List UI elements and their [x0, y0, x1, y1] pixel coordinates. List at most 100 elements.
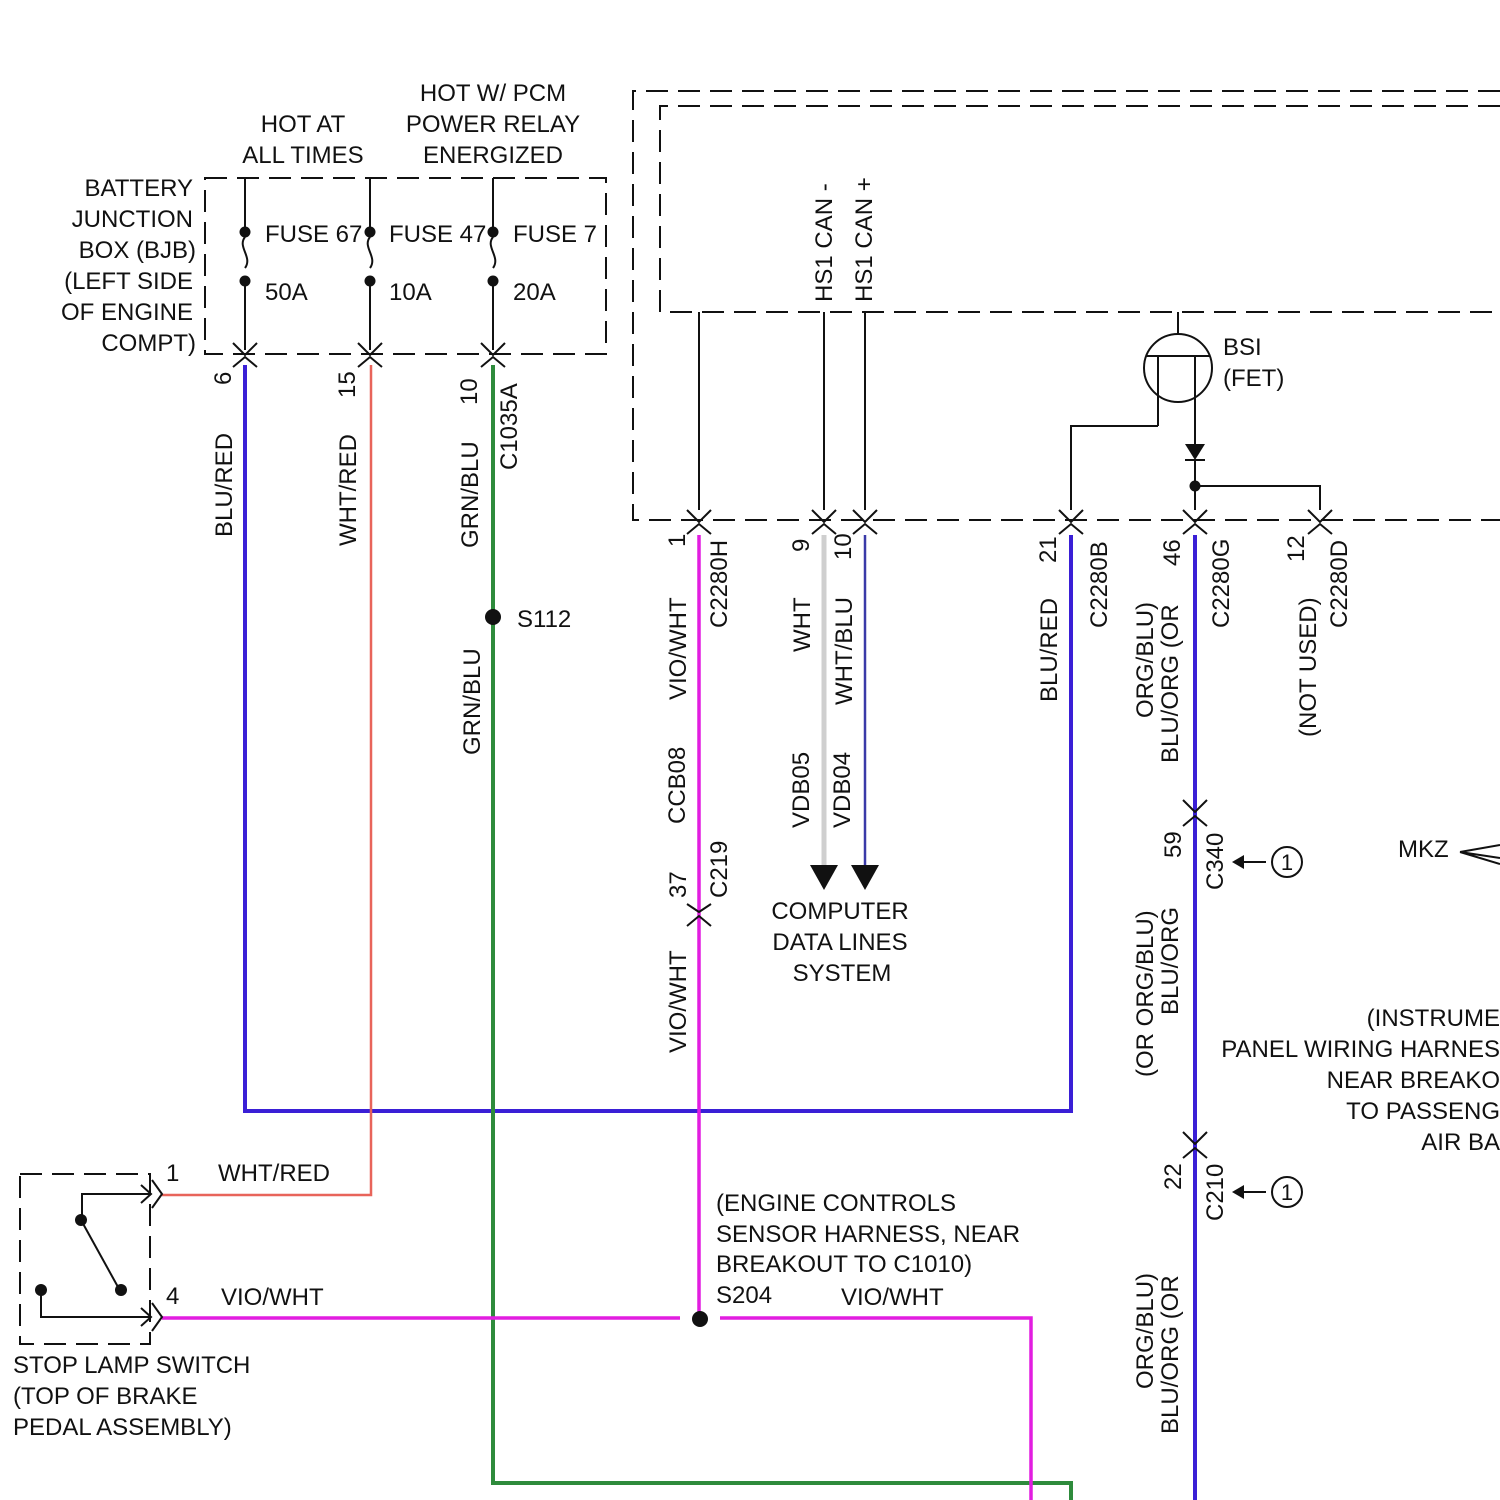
stop-lamp-pin-1: 1 — [166, 1160, 179, 1187]
fuse-47-rating: 10A — [389, 279, 432, 306]
vdb05-label: VDB05 — [788, 752, 815, 828]
stop-lamp-switch-label: STOP LAMP SWITCH (TOP OF BRAKE PEDAL ASS… — [13, 1352, 250, 1441]
svg-text:OF ENGINE: OF ENGINE — [61, 299, 193, 326]
wire-label-vio-wht-horizontal: VIO/WHT — [221, 1284, 324, 1311]
module-inner-box — [660, 106, 1500, 312]
svg-text:BREAKOUT TO C1010): BREAKOUT TO C1010) — [716, 1251, 972, 1278]
data-lines-arrow-right — [851, 865, 879, 890]
connector-c340-label: C340 — [1202, 833, 1229, 890]
splice-s112 — [485, 609, 501, 625]
fuse-47-label: FUSE 47 — [389, 221, 486, 248]
wire-label-org-blu-mid-1: (OR ORG/BLU) — [1132, 910, 1159, 1077]
svg-text:(ENGINE CONTROLS: (ENGINE CONTROLS — [716, 1190, 956, 1217]
wire-label-grn-blu-lower: GRN/BLU — [459, 648, 486, 755]
hot-at-all-times-label: HOT AT ALL TIMES — [242, 111, 363, 169]
svg-text:BATTERY: BATTERY — [85, 175, 193, 202]
svg-text:COMPUTER: COMPUTER — [771, 898, 908, 925]
fuse-67-rating: 50A — [265, 279, 308, 306]
svg-text:HOT W/ PCM: HOT W/ PCM — [420, 80, 566, 107]
connector-c2280h-label: C2280H — [706, 540, 733, 628]
fuse-67 — [240, 178, 251, 350]
pin-6-label: 6 — [210, 372, 237, 385]
connector-c2280b-label: C2280B — [1086, 541, 1113, 628]
wire-label-vio-wht-upper: VIO/WHT — [665, 597, 692, 700]
svg-text:(INSTRUME: (INSTRUME — [1367, 1005, 1500, 1032]
pin-9-label: 9 — [788, 539, 815, 552]
fuse-7 — [488, 178, 499, 350]
svg-text:AIR BA: AIR BA — [1421, 1129, 1500, 1156]
bsi-label: BSI — [1223, 334, 1262, 361]
bjb-label: BATTERY JUNCTION BOX (BJB) (LEFT SIDE OF… — [61, 175, 196, 357]
wire-label-blu-red-right: BLU/RED — [1036, 598, 1063, 702]
vdb04-label: VDB04 — [829, 752, 856, 828]
connector-c219-label: C219 — [706, 841, 733, 898]
wire-label-grn-blu-upper: GRN/BLU — [457, 441, 484, 548]
svg-text:SYSTEM: SYSTEM — [793, 960, 892, 987]
stop-lamp-switch-box — [20, 1174, 150, 1344]
ccb08-label: CCB08 — [664, 747, 691, 824]
connector-c2280g-label: C2280G — [1208, 539, 1235, 628]
svg-text:COMPT): COMPT) — [101, 330, 196, 357]
not-used-label: (NOT USED) — [1295, 597, 1322, 737]
mkz-pointer — [1460, 845, 1500, 864]
hs1-can-plus-label: HS1 CAN + — [851, 177, 878, 302]
wire-label-vio-wht-lower: VIO/WHT — [665, 950, 692, 1053]
svg-text:SENSOR HARNESS, NEAR: SENSOR HARNESS, NEAR — [716, 1221, 1020, 1248]
wire-label-wht-red-vertical: WHT/RED — [335, 434, 362, 546]
svg-text:TO PASSENG: TO PASSENG — [1346, 1098, 1500, 1125]
wire-vio-wht-brake — [162, 1318, 1031, 1500]
connector-c210-label: C210 — [1202, 1164, 1229, 1221]
svg-text:STOP LAMP SWITCH: STOP LAMP SWITCH — [13, 1352, 250, 1379]
bsi-fet-label: (FET) — [1223, 365, 1284, 392]
c340-note-number: 1 — [1281, 850, 1293, 875]
wire-label-wht-red-horizontal: WHT/RED — [218, 1160, 330, 1187]
c210-note-number: 1 — [1281, 1180, 1293, 1205]
hs1-can-minus-label: HS1 CAN - — [811, 183, 838, 302]
wire-label-vio-wht-right: VIO/WHT — [841, 1284, 944, 1311]
svg-text:JUNCTION: JUNCTION — [72, 206, 193, 233]
pin-46-label: 46 — [1159, 539, 1186, 566]
svg-text:ENERGIZED: ENERGIZED — [423, 142, 563, 169]
hot-pcm-label: HOT W/ PCM POWER RELAY ENERGIZED — [406, 80, 580, 169]
wire-blu-red — [245, 365, 1071, 1111]
svg-text:PEDAL ASSEMBLY): PEDAL ASSEMBLY) — [13, 1414, 232, 1441]
fuse-67-label: FUSE 67 — [265, 221, 362, 248]
wire-label-blu-red-left: BLU/RED — [211, 433, 238, 537]
wire-label-org-blu-upper-1: ORG/BLU) — [1132, 602, 1159, 718]
splice-s204-label: S204 — [716, 1282, 772, 1309]
pin-15-label: 15 — [334, 371, 361, 398]
svg-text:BOX (BJB): BOX (BJB) — [79, 237, 196, 264]
mkz-label: MKZ — [1398, 836, 1449, 863]
wire-label-wht: WHT — [789, 597, 816, 652]
s204-harness-note: (ENGINE CONTROLS SENSOR HARNESS, NEAR BR… — [716, 1190, 1020, 1278]
pin-59-label: 59 — [1160, 831, 1187, 858]
svg-text:HOT AT: HOT AT — [261, 111, 346, 138]
svg-text:POWER RELAY: POWER RELAY — [406, 111, 580, 138]
pin-10-c1035a-label: 10 — [456, 378, 483, 405]
wire-label-org-blu-upper-2: BLU/ORG (OR — [1157, 604, 1184, 763]
svg-text:DATA LINES: DATA LINES — [772, 929, 907, 956]
bsi-fet-symbol — [1071, 312, 1320, 510]
pin-1-label: 1 — [664, 534, 691, 547]
svg-text:ALL TIMES: ALL TIMES — [242, 142, 363, 169]
svg-text:PANEL WIRING HARNES: PANEL WIRING HARNES — [1221, 1036, 1500, 1063]
splice-s112-label: S112 — [517, 606, 571, 633]
fuse-7-label: FUSE 7 — [513, 221, 597, 248]
wire-label-org-blu-lower-1: ORG/BLU) — [1132, 1273, 1159, 1389]
pin-10-label: 10 — [830, 533, 857, 560]
pin-22-label: 22 — [1160, 1163, 1187, 1190]
svg-text:(TOP OF BRAKE: (TOP OF BRAKE — [13, 1383, 198, 1410]
ip-harness-note: (INSTRUME PANEL WIRING HARNES NEAR BREAK… — [1221, 1005, 1500, 1156]
bjb-box — [205, 178, 606, 354]
wire-label-org-blu-mid-2: BLU/ORG — [1157, 907, 1184, 1015]
fuse-7-rating: 20A — [513, 279, 556, 306]
fuse-47 — [365, 178, 376, 350]
data-lines-arrow-left — [810, 865, 838, 890]
module-outer-box — [633, 91, 1500, 520]
wire-label-org-blu-lower-2: BLU/ORG (OR — [1157, 1275, 1184, 1434]
splice-s204 — [692, 1311, 708, 1327]
pin-21-label: 21 — [1035, 536, 1062, 563]
pin-37-label: 37 — [665, 871, 692, 898]
stop-lamp-pin-4: 4 — [166, 1283, 179, 1310]
